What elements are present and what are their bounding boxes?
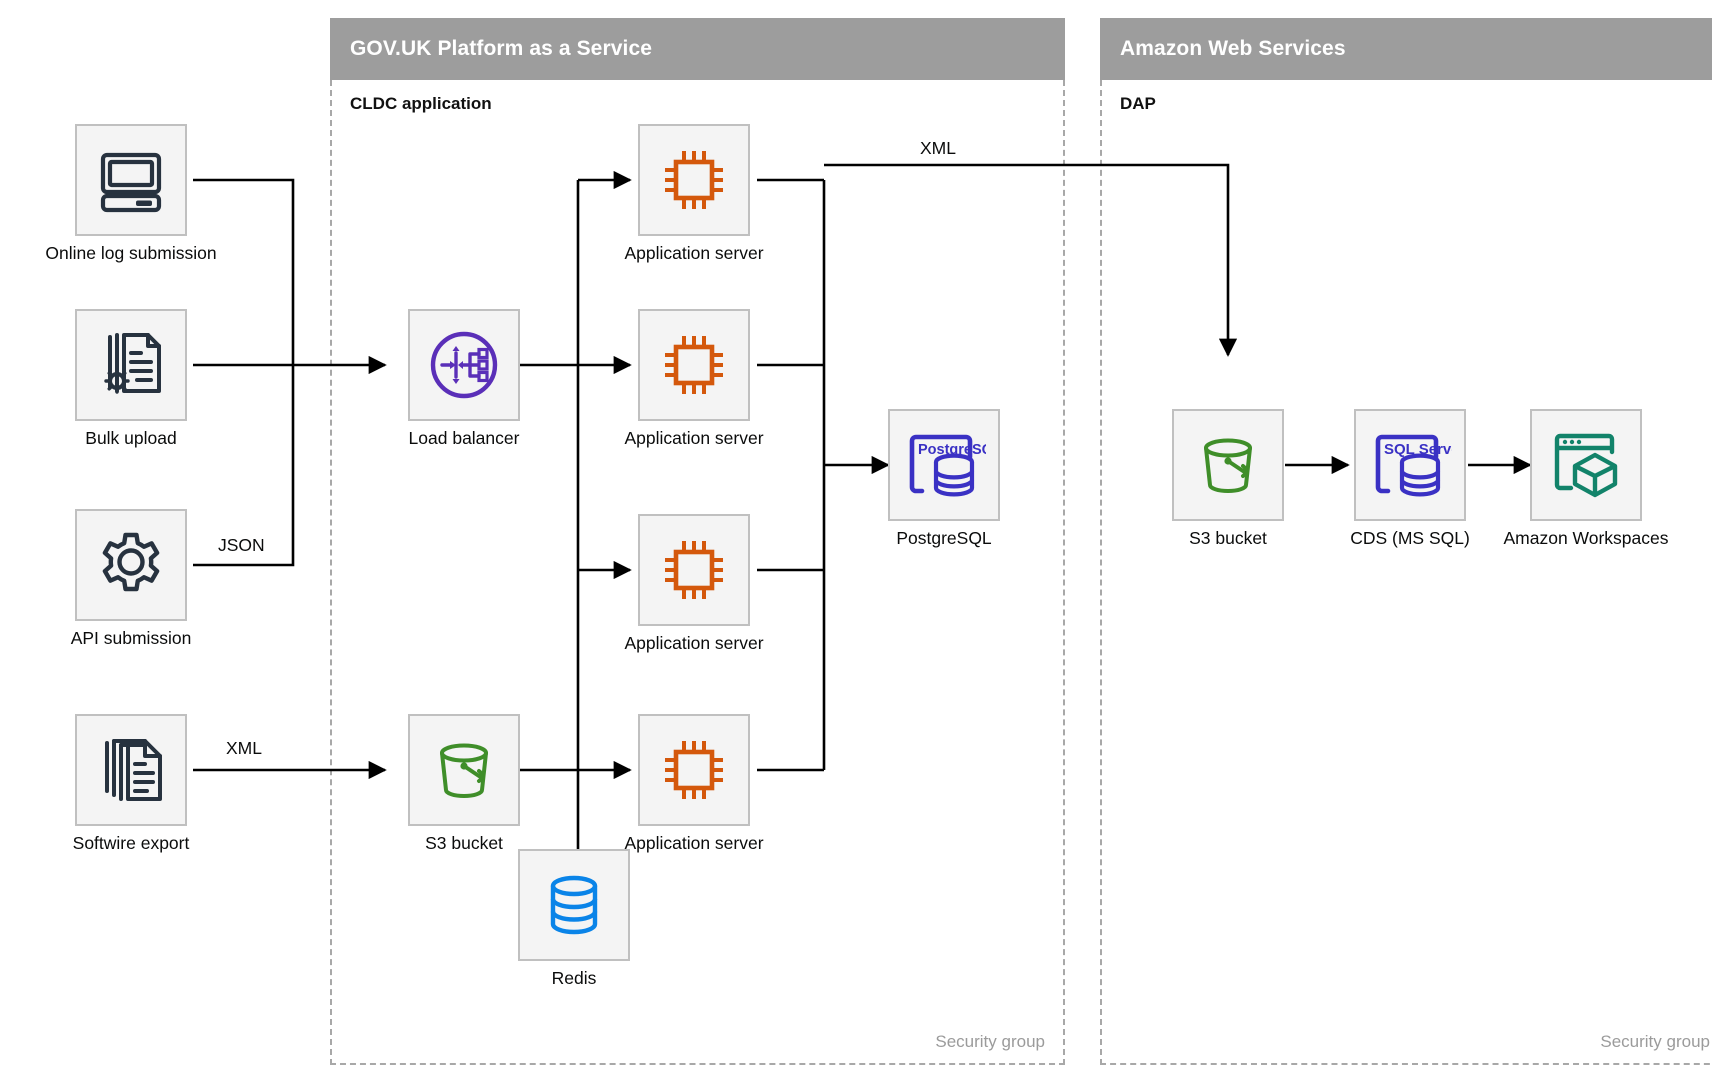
postgresql-icon-text: PostgreSQL [918, 442, 986, 458]
node-label-online-log-submission: Online log submission [45, 243, 217, 263]
edge-label-xml-softwire: XML [222, 738, 266, 759]
node-label-bulk-upload: Bulk upload [85, 428, 177, 448]
node-label-softwire-export: Softwire export [72, 833, 190, 853]
cpu-chip-icon [665, 336, 723, 394]
node-online-log-submission[interactable] [75, 124, 187, 236]
load-balancer-icon [430, 331, 498, 399]
s3-bucket-icon [440, 743, 488, 798]
node-s3-bucket-aws[interactable] [1172, 409, 1284, 521]
security-group-label-paas: Security group [935, 1032, 1045, 1051]
group-header-aws-label: Amazon Web Services [1120, 37, 1346, 60]
node-label-amazon-workspaces: Amazon Workspaces [1503, 528, 1669, 548]
node-label-postgresql: PostgreSQL [896, 528, 992, 548]
group-sublabel-dap: DAP [1120, 94, 1156, 113]
group-header-paas: GOV.UK Platform as a Service [330, 18, 1065, 80]
node-api-submission[interactable] [75, 509, 187, 621]
amazon-workspaces-icon [1554, 433, 1618, 498]
database-cylinder-icon [550, 875, 598, 935]
group-header-paas-label: GOV.UK Platform as a Service [350, 37, 652, 60]
node-label-s3-bucket-paas: S3 bucket [425, 833, 503, 853]
node-label-api-submission: API submission [70, 628, 192, 648]
sql-server-icon: SQL Server [1375, 434, 1452, 497]
gear-icon [102, 532, 160, 592]
edge-label-json: JSON [214, 535, 269, 556]
document-gear-icon [104, 333, 161, 394]
node-label-application-server-3: Application server [624, 633, 764, 653]
node-label-application-server-4: Application server [624, 833, 764, 853]
node-label-load-balancer: Load balancer [408, 428, 520, 448]
node-postgresql[interactable]: PostgreSQL [888, 409, 1000, 521]
node-label-redis: Redis [551, 968, 597, 988]
node-redis[interactable] [518, 849, 630, 961]
group-sublabel-cldc: CLDC application [350, 94, 492, 113]
postgresql-icon: PostgreSQL [909, 434, 986, 497]
documents-stack-icon [105, 739, 162, 801]
node-load-balancer[interactable] [408, 309, 520, 421]
cpu-chip-icon [665, 541, 723, 599]
node-label-cds-ms-sql: CDS (MS SQL) [1350, 528, 1470, 548]
node-application-server-3[interactable] [638, 514, 750, 626]
security-group-label-aws: Security group [1600, 1032, 1710, 1051]
node-softwire-export[interactable] [75, 714, 187, 826]
s3-bucket-icon [1204, 438, 1252, 493]
group-box-paas [330, 80, 1065, 1065]
desktop-computer-icon [100, 152, 162, 213]
group-box-aws [1100, 80, 1712, 1065]
node-s3-bucket-paas[interactable] [408, 714, 520, 826]
node-application-server-1[interactable] [638, 124, 750, 236]
node-label-application-server-1: Application server [624, 243, 764, 263]
cpu-chip-icon [665, 741, 723, 799]
sql-server-icon-text: SQL Server [1384, 441, 1452, 458]
group-header-aws: Amazon Web Services [1100, 18, 1712, 80]
node-label-application-server-2: Application server [624, 428, 764, 448]
cpu-chip-icon [665, 151, 723, 209]
node-label-s3-bucket-aws: S3 bucket [1189, 528, 1267, 548]
node-application-server-2[interactable] [638, 309, 750, 421]
node-amazon-workspaces[interactable] [1530, 409, 1642, 521]
node-application-server-4[interactable] [638, 714, 750, 826]
node-cds-ms-sql[interactable]: SQL Server [1354, 409, 1466, 521]
node-bulk-upload[interactable] [75, 309, 187, 421]
edge-label-xml-export: XML [916, 138, 960, 159]
